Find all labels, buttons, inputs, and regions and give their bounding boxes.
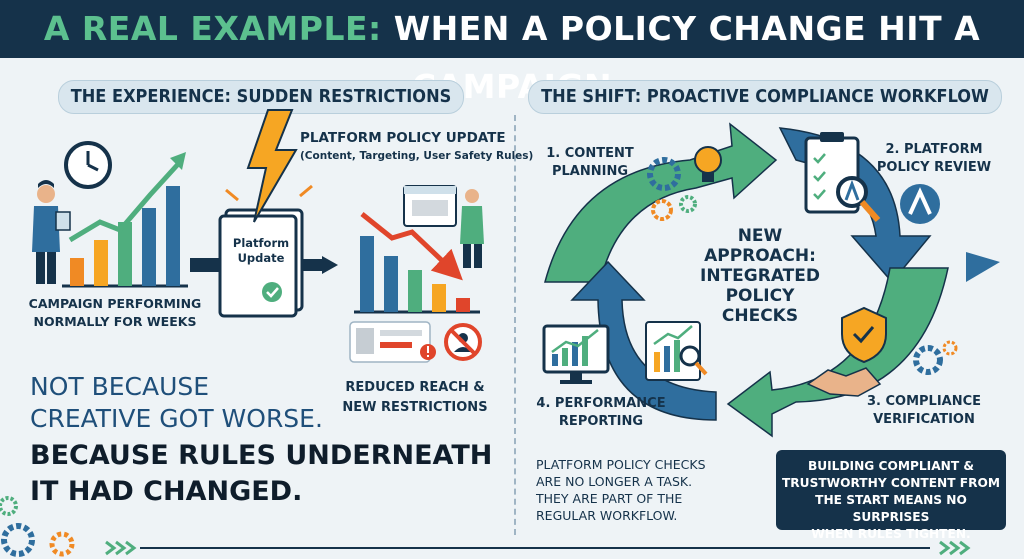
monitor-chart-icon (542, 324, 610, 384)
not-because-line1: NOT BECAUSE (30, 372, 210, 401)
not-because-line2: CREATIVE GOT WORSE. (30, 404, 323, 433)
magnifier-icon (836, 176, 881, 222)
callout-line2: TRUSTWORTHY CONTENT FROM (781, 476, 1000, 490)
gear-icon (913, 340, 958, 375)
center-line3: INTEGRATED (700, 266, 820, 286)
step3-line1: 3. COMPLIANCE (866, 394, 982, 409)
person-icon (32, 180, 71, 284)
no-entry-icon (444, 323, 482, 361)
handshake-icon (806, 367, 882, 397)
callout-line1: BUILDING COMPLIANT & (807, 459, 975, 473)
right-section-header: THE SHIFT: PROACTIVE COMPLIANCE WORKFLOW (528, 80, 1002, 114)
because-line1: BECAUSE RULES UNDERNEATH (30, 440, 493, 471)
step4-line1: 4. PERFORMANCE (536, 396, 666, 411)
platform-update-document (218, 208, 304, 318)
note-line3: THEY ARE PART OF THE (536, 491, 683, 506)
center-line4: POLICY (725, 286, 795, 306)
note-line1: PLATFORM POLICY CHECKS (536, 457, 706, 472)
gear-icon (647, 157, 697, 221)
chevrons-icon (105, 540, 971, 556)
perf-label-line2: NORMALLY FOR WEEKS (33, 314, 197, 329)
step2-line1: 2. PLATFORM (885, 142, 983, 157)
step2-line2: POLICY REVIEW (876, 160, 992, 175)
note-line4: REGULAR WORKFLOW. (536, 508, 678, 523)
lightbulb-icon (694, 146, 722, 182)
callout-box: BUILDING COMPLIANT & TRUSTWORTHY CONTENT… (776, 450, 1006, 541)
gear-icon (0, 496, 75, 557)
step1-line1: 1. CONTENT (546, 146, 634, 161)
platform-logo-icon (900, 184, 940, 224)
page-title: A REAL EXAMPLE: WHEN A POLICY CHANGE HIT… (0, 0, 1024, 106)
flow-arrows (190, 256, 338, 274)
report-chart-icon (645, 321, 708, 381)
note-line2: ARE NO LONGER A TASK. (536, 474, 693, 489)
callout-line3: THE START MEANS NO SURPRISES (815, 493, 967, 524)
left-section-header: THE EXPERIENCE: SUDDEN RESTRICTIONS (58, 80, 464, 114)
policy-update-title: PLATFORM POLICY UPDATE (300, 130, 506, 146)
perf-label-line1: CAMPAIGN PERFORMING (28, 296, 202, 311)
step3-line2: VERIFICATION (873, 412, 975, 427)
step1-line2: PLANNING (551, 164, 629, 179)
policy-update-subtitle: (Content, Targeting, User Safety Rules) (300, 150, 534, 162)
reduced-label-line1: REDUCED REACH & (345, 380, 485, 395)
lightning-icon (225, 109, 313, 223)
shield-check-icon (841, 306, 887, 364)
warning-icon (420, 344, 436, 360)
doc-label-line2: Update (237, 251, 285, 265)
title-banner (0, 0, 1024, 58)
workflow-note: PLATFORM POLICY CHECKS ARE NO LONGER A T… (536, 456, 766, 524)
because-line2: IT HAD CHANGED. (30, 476, 303, 507)
center-line1: NEW (737, 226, 783, 246)
doc-label-line1: Platform (232, 236, 290, 250)
falling-bar-chart (354, 212, 480, 314)
callout-line4: WHEN RULES TIGHTEN. (811, 527, 971, 541)
rising-bar-chart (62, 152, 188, 288)
reduced-label-line2: NEW RESTRICTIONS (342, 400, 488, 415)
browser-window-icon (403, 185, 457, 227)
presenter-icon (460, 189, 484, 268)
center-line5: CHECKS (721, 306, 799, 326)
center-line2: APPROACH: (704, 246, 816, 266)
section-divider (514, 115, 516, 535)
clock-icon (64, 141, 112, 189)
restriction-notice (349, 321, 431, 363)
step4-line2: REPORTING (558, 414, 644, 429)
title-part1: A REAL EXAMPLE: (43, 9, 382, 48)
center-approach: NEW APPROACH: INTEGRATED POLICY CHECKS (690, 226, 830, 326)
